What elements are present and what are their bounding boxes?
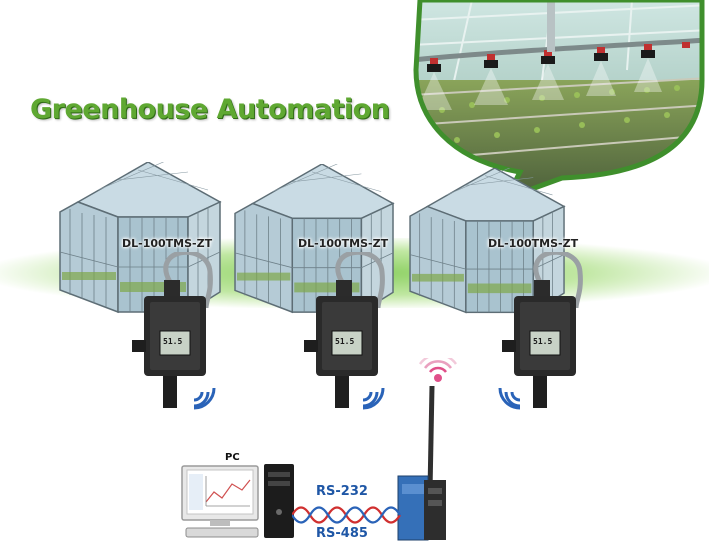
- sensor-device-2: 51.5: [302, 252, 412, 412]
- sensor-body: [132, 252, 213, 408]
- rs232-label: RS-232: [316, 484, 368, 499]
- page-title: Greenhouse Automation: [30, 94, 390, 125]
- serial-cable: [292, 506, 401, 524]
- pc-label: PC: [225, 452, 240, 463]
- sensor-device-1: 51.5: [130, 252, 240, 412]
- greenhouse-3: [409, 168, 566, 314]
- sensor-1-display: 51.5: [163, 337, 183, 346]
- rs485-label: RS-485: [316, 526, 368, 541]
- broadcast-signal-icon: [418, 358, 458, 382]
- device-label-2: DL-100TMS-ZT: [298, 237, 389, 250]
- pc-icon: [181, 464, 294, 538]
- device-label-1: DL-100TMS-ZT: [122, 237, 213, 250]
- greenhouse-interior-photo: [413, 0, 705, 200]
- zigbee-gateway: [397, 385, 446, 541]
- sensor-body: [502, 252, 583, 408]
- sensor-device-3: 51.5: [500, 252, 610, 412]
- sensor-3-display: 51.5: [533, 337, 553, 346]
- device-label-3: DL-100TMS-ZT: [488, 237, 579, 250]
- sensor-2-display: 51.5: [335, 337, 355, 346]
- wireless-signal-icon: [498, 387, 521, 410]
- greenhouse-2: [234, 164, 395, 314]
- sensor-body: [304, 252, 385, 408]
- wireless-signal-icon: [193, 387, 216, 410]
- wireless-signal-icon: [362, 387, 385, 410]
